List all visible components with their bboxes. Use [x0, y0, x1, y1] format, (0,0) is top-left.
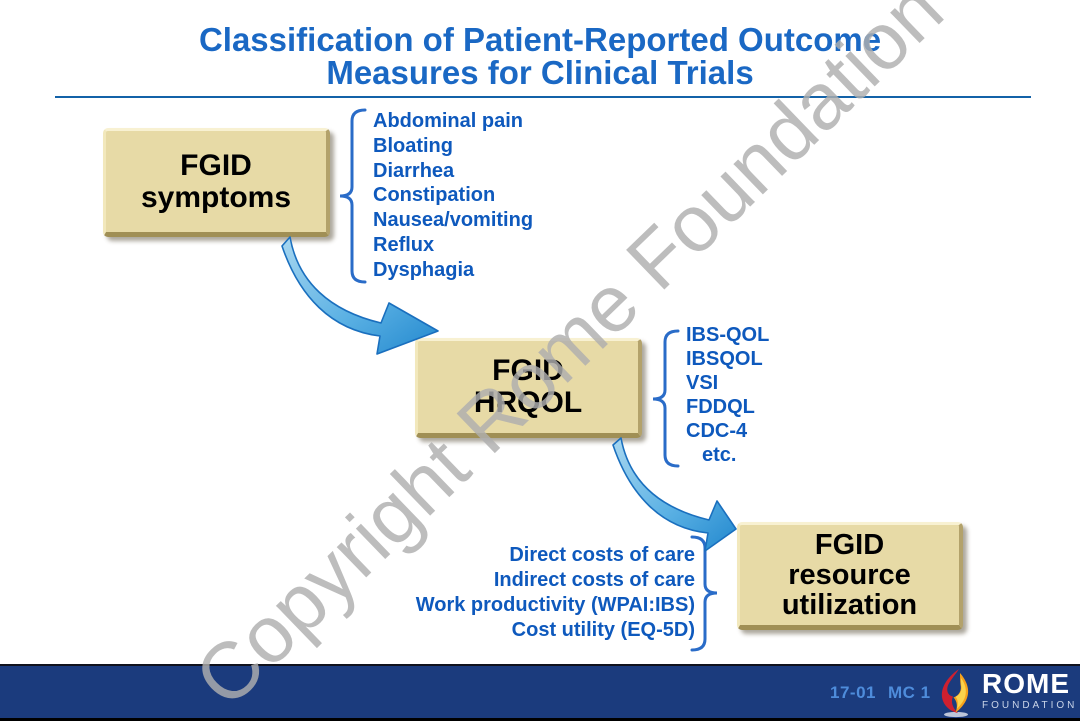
rome-logo-subtext: FOUNDATION — [982, 700, 1078, 711]
slide-code: 17-01 — [830, 683, 876, 702]
list-item: Reflux — [373, 233, 435, 256]
hrqol-list: IBS-QOL IBSQOL VSI FDDQL CDC-4 etc. — [686, 324, 769, 467]
flame-icon — [941, 669, 969, 718]
list-item: IBS-QOL — [686, 324, 770, 346]
hrqol-box-label-line2: HRQOL — [473, 386, 583, 419]
list-item: Diarrhea — [373, 159, 455, 182]
list-item: etc. — [702, 443, 737, 466]
list-item: Cost utility (EQ-5D) — [511, 619, 695, 642]
page-title-line2: Measures for Clinical Trials — [326, 54, 754, 91]
hrqol-box-label-line1: FGID — [492, 354, 564, 387]
resource-box: FGID resource utilization — [737, 522, 963, 630]
list-item: Work productivity (WPAI:IBS) — [415, 594, 695, 617]
hrqol-box: FGID HRQOL — [415, 338, 642, 438]
bracket-icon — [652, 329, 680, 468]
symptoms-box: FGID symptoms — [103, 128, 330, 237]
resource-cost-list: Direct costs of care Indirect costs of c… — [330, 543, 695, 643]
bracket-icon — [690, 535, 718, 652]
list-item: Nausea/vomiting — [373, 209, 534, 232]
page-title: Classification of Patient-Reported Outco… — [0, 23, 1080, 89]
rome-logo-text: ROME — [982, 668, 1070, 699]
resource-box-label-line2: resource — [788, 559, 911, 591]
list-item: Indirect costs of care — [493, 569, 695, 592]
list-item: FDDQL — [686, 395, 755, 418]
list-item: Bloating — [373, 134, 453, 157]
bracket-icon — [339, 108, 367, 284]
list-item: IBSQOL — [686, 347, 763, 370]
title-underline — [55, 96, 1031, 98]
symptom-list: Abdominal pain Bloating Diarrhea Constip… — [373, 109, 533, 283]
list-item: CDC-4 — [686, 419, 748, 442]
list-item: Abdominal pain — [373, 110, 523, 132]
resource-box-label-line3: utilization — [781, 589, 918, 621]
list-item: VSI — [686, 371, 719, 394]
list-item: Direct costs of care — [509, 544, 695, 566]
symptoms-box-label-line2: symptoms — [140, 180, 292, 214]
list-item: Dysphagia — [373, 258, 475, 281]
resource-box-label-line1: FGID — [814, 529, 885, 561]
footer-bar: 17-01 MC 1 ROME FOUNDATION — [0, 664, 1080, 721]
rome-foundation-logo: ROME FOUNDATION — [936, 668, 1077, 718]
slide-ref: MC 1 — [888, 683, 931, 702]
page-title-line1: Classification of Patient-Reported Outco… — [198, 21, 882, 58]
symptoms-box-label-line1: FGID — [180, 148, 252, 182]
list-item: Constipation — [373, 184, 496, 207]
